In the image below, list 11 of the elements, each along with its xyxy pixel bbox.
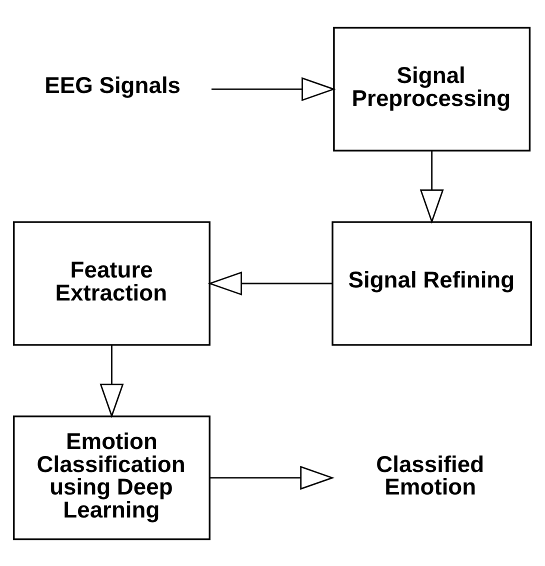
node-text: EEG Signals bbox=[44, 72, 181, 98]
node-box: Signal Preprocessing bbox=[333, 26, 531, 151]
arrow bbox=[208, 270, 332, 296]
node-box: Signal Refining bbox=[332, 220, 532, 346]
node-box: Emotion Classification using Deep Learning bbox=[13, 415, 210, 540]
arrow bbox=[212, 76, 336, 101]
arrow bbox=[210, 465, 334, 490]
arrow bbox=[420, 150, 444, 224]
node-box: Feature Extraction bbox=[13, 220, 210, 346]
node-text: Classified Emotion bbox=[376, 450, 484, 500]
arrow bbox=[100, 344, 124, 418]
